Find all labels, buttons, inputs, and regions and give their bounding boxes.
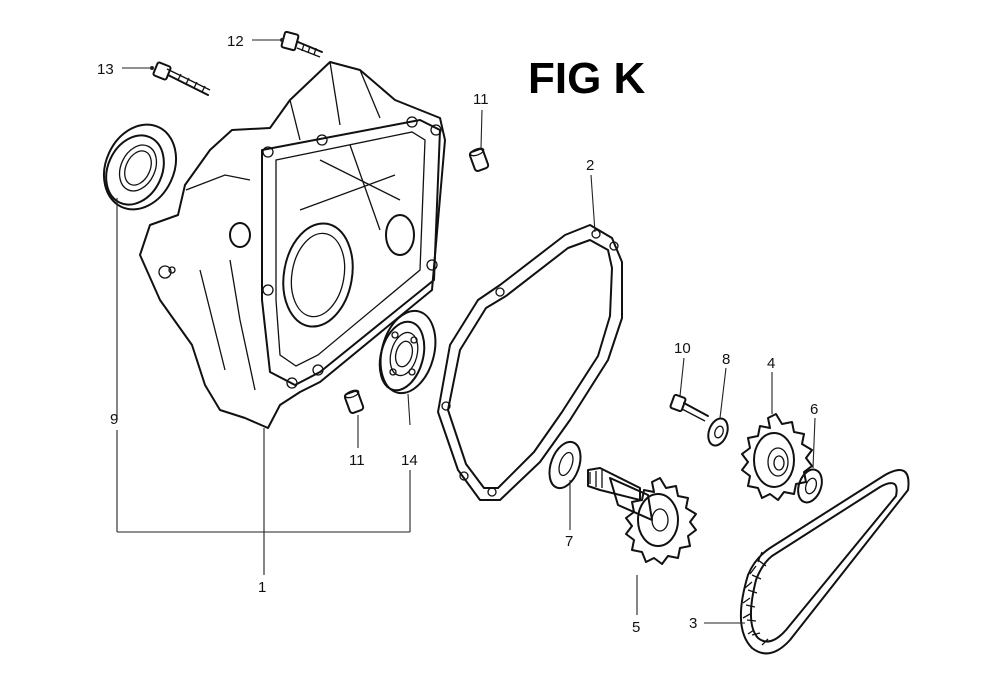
callout-6: 6 [810,401,818,418]
bolt-12 [280,30,323,58]
gasket-2 [437,224,623,501]
dowel-pin-11-lower [343,389,365,414]
oil-seal-9 [103,123,177,211]
callout-7: 7 [565,533,573,550]
callout-14: 14 [401,452,418,469]
bolt-13 [152,61,211,96]
callout-4: 4 [767,355,775,372]
chain-3 [739,469,910,655]
leader-lines [116,38,816,624]
dowel-pin-11-upper [468,147,490,172]
callout-11-lower: 11 [349,452,365,469]
washer-6 [797,468,823,504]
sprocket-shaft-5 [587,467,697,565]
washer-7 [548,440,582,490]
callout-5: 5 [632,619,640,636]
callout-3: 3 [689,615,697,632]
callout-12: 12 [227,33,244,50]
callout-10: 10 [674,340,691,357]
figure-title: FIG K [528,54,646,103]
washer-8 [707,417,729,447]
cover-bolt-holes [262,116,442,389]
sprocket-4 [741,413,813,501]
callout-labels: 1 2 3 4 5 6 7 8 9 10 11 11 12 13 14 [97,33,818,636]
callout-8: 8 [722,351,730,368]
callout-2: 2 [586,157,594,174]
bearing-14 [378,309,437,395]
callout-9: 9 [110,411,118,428]
bolt-10 [669,393,709,422]
callout-11-upper: 11 [473,91,489,108]
gear-case-cover-1 [139,61,446,429]
callout-13: 13 [97,61,114,78]
callout-1: 1 [258,579,266,596]
